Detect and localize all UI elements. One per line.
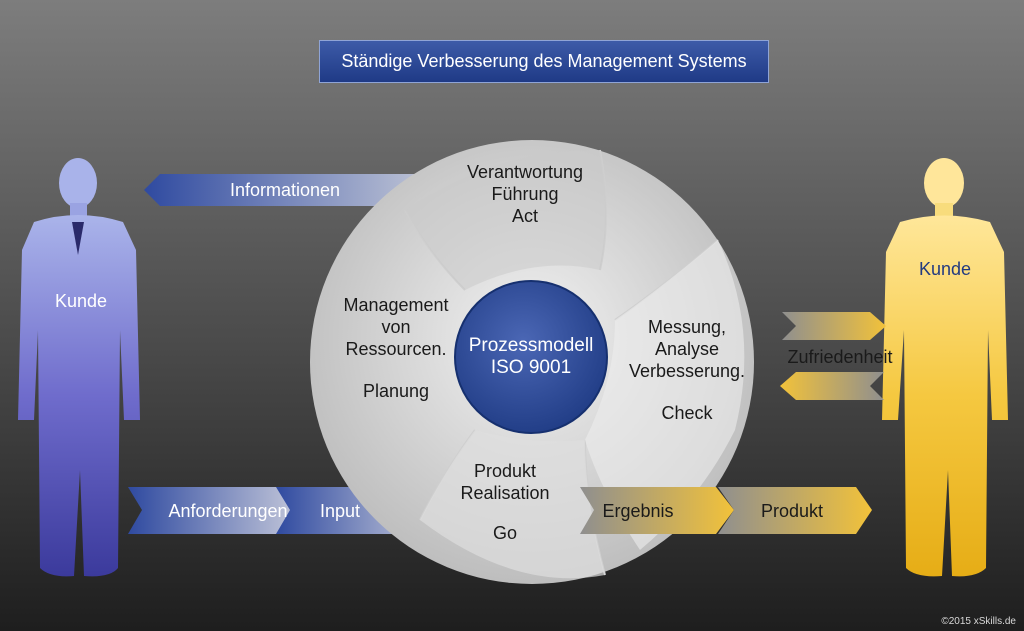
segment-check-line3: Verbesserung. xyxy=(628,361,746,381)
input-label: Input xyxy=(319,501,361,521)
zufriedenheit-label: Zufriedenheit xyxy=(787,347,893,367)
segment-check-line2: Analyse xyxy=(654,339,720,359)
segment-plan: Management von Ressourcen. Planung xyxy=(326,294,466,402)
segment-check: Messung, Analyse Verbesserung. Check xyxy=(612,316,762,424)
copyright-notice: ©2015 xSkills.de xyxy=(941,616,1016,627)
produkt-label: Produkt xyxy=(760,501,824,521)
customer-left-silhouette xyxy=(18,158,140,577)
segment-plan-line4: Planung xyxy=(362,381,430,401)
zufriedenheit-arrow-left xyxy=(780,372,884,400)
ergebnis-arrow xyxy=(580,487,734,534)
segment-go-line2: Realisation xyxy=(460,483,550,503)
anforderungen-arrow xyxy=(128,487,306,534)
page-title: Ständige Verbesserung des Management Sys… xyxy=(319,40,769,83)
process-model-label: Prozessmodell ISO 9001 xyxy=(455,335,607,379)
segment-act-line3: Act xyxy=(511,206,538,226)
informationen-label: Informationen xyxy=(229,180,341,200)
segment-check-line1: Messung, xyxy=(647,317,727,337)
segment-go-line1: Produkt xyxy=(473,461,537,481)
segment-go-line3: Go xyxy=(492,523,517,543)
segment-plan-line1: Management xyxy=(343,295,449,315)
customer-right-label: Kunde xyxy=(918,259,972,279)
ergebnis-label: Ergebnis xyxy=(602,501,674,521)
process-model-line1: Prozessmodell xyxy=(468,335,594,356)
produkt-arrow xyxy=(718,487,872,534)
process-model-line2: ISO 9001 xyxy=(490,357,572,378)
segment-act-line1: Verantwortung xyxy=(466,162,584,182)
segment-check-line4: Check xyxy=(661,403,713,423)
segment-go: Produkt Realisation Go xyxy=(435,460,575,544)
segment-plan-line2: von xyxy=(381,317,411,337)
segment-plan-line3: Ressourcen. xyxy=(345,339,447,359)
process-model-core xyxy=(454,280,608,434)
wheel-shading xyxy=(405,149,745,579)
customer-right-silhouette xyxy=(882,158,1008,577)
segment-act: Verantwortung Führung Act xyxy=(455,161,595,227)
anforderungen-label: Anforderungen xyxy=(168,501,288,521)
customer-left-label: Kunde xyxy=(54,291,108,311)
segment-act-line2: Führung xyxy=(491,184,559,204)
zufriedenheit-arrow-right xyxy=(782,312,886,340)
